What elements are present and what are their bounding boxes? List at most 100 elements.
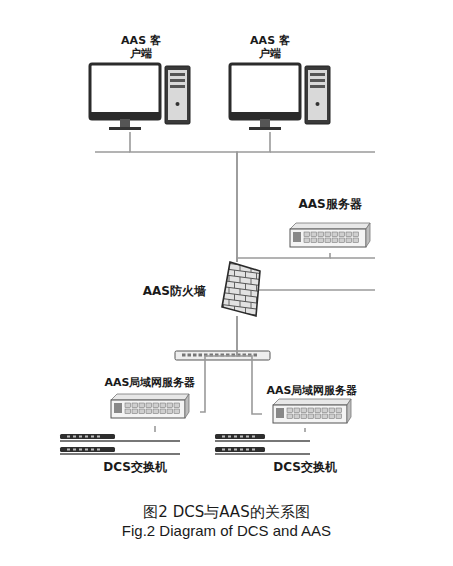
drive-bay [287,408,293,413]
drive-slot [310,73,325,76]
dcs-port [91,436,94,438]
lanserver-icon [273,399,351,423]
brick-joint [256,285,257,291]
drive-bay [325,238,331,243]
dcs-line [60,453,180,454]
drive-bay [332,238,338,243]
monitor-bezel [90,112,160,119]
dcs-port [252,449,255,451]
drive-bay [153,409,159,414]
brick-joint [218,274,219,280]
brick-joint [218,268,264,274]
dcs-switch-body [215,447,265,452]
drive-bay [301,414,307,419]
brick-lines [218,262,264,327]
pc-tower [165,66,190,124]
device-node: AAS局域网服务器 [262,384,362,428]
device-icon [218,262,368,316]
drive-bay [311,238,317,243]
dcs-port [79,436,82,438]
drive-bay [353,232,359,237]
lanserver-icon [111,394,189,418]
drive-bay [308,408,314,413]
drive-bay [146,409,152,414]
device-node: DCS交换机 [55,432,185,476]
drive-bay [174,409,180,414]
dcs-port [67,449,70,451]
drive-bay [315,408,321,413]
device-label: AAS局域网服务器 [100,376,200,389]
server-side [185,394,189,418]
brick-joint [218,280,264,286]
brick-joint [240,277,241,283]
dcs-port [252,436,255,438]
drive-bay [153,403,159,408]
client-icon [90,64,190,130]
drive-bay [294,414,300,419]
drive-bay [167,403,173,408]
dcs-port [222,436,225,438]
device-node: DCS交换机 [210,432,350,476]
drive-bay [132,403,138,408]
device-icon [262,399,362,443]
dcs-port [73,449,76,451]
drive-bay [318,232,324,237]
network-link [237,316,262,414]
brick-joint [245,272,246,278]
switch-port [199,354,203,357]
dcs-port [67,436,70,438]
drive-bay [139,409,145,414]
dcs-port [97,436,100,438]
monitor-frame [90,64,160,119]
dcs-port [85,436,88,438]
drive-bay [325,232,331,237]
brick-joint [234,294,235,300]
device-label: AAS 客户端 [245,34,295,60]
network-link [200,316,237,412]
device-node: AAS 客户端 [228,34,334,132]
drive-bay [125,403,131,408]
dcs-line [215,453,310,454]
drive-bay [160,403,166,408]
server-panel [293,232,301,242]
drive-bay [146,403,152,408]
drive-bay [336,408,342,413]
drive-bay [294,408,300,413]
dcs-port [91,449,94,451]
brick-joint [218,298,219,304]
monitor-frame [230,64,300,119]
dcs-switch-body [215,434,265,439]
drive-slot [170,73,185,76]
brick-joint [251,302,252,308]
drive-bay [301,408,307,413]
monitor-neck [260,119,270,127]
brick-joint [256,273,257,279]
drive-slot [310,79,325,82]
network-link [154,426,156,432]
dcs-switch-body [60,434,115,439]
drive-bay [322,408,328,413]
network-link [237,253,330,262]
drive-bay [329,408,335,413]
tower-front [308,70,327,120]
switch-port [188,354,192,357]
server-front [111,400,185,418]
device-label: DCS交换机 [255,460,355,474]
dcs-port [228,436,231,438]
dcs-line [215,440,310,441]
dcs-port [228,449,231,451]
dcs-port [222,449,225,451]
brick-joint [234,306,235,312]
drive-bay [125,409,131,414]
drive-slot [170,85,185,88]
dcs-port [240,449,243,451]
power-button [176,102,180,106]
drive-bay [329,414,335,419]
drive-bay [160,409,166,414]
dcs-port [240,436,243,438]
device-icon [88,64,194,162]
wall-outline [222,262,260,316]
server-side [366,223,370,247]
switch-port [182,354,186,357]
device-label: DCS交换机 [85,460,185,474]
